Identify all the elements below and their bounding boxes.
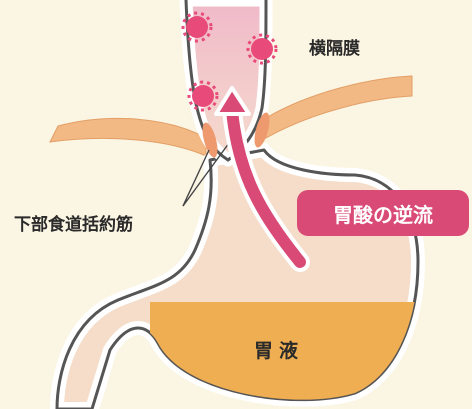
diaphragm-right — [266, 76, 412, 138]
lower-esophageal-sphincter-label: 下部食道括約筋 — [14, 210, 133, 235]
gastric-juice-label: 胃液 — [254, 336, 304, 363]
diaphragm-left — [50, 118, 206, 156]
diaphragm-label: 横隔膜 — [309, 34, 360, 59]
acid-reflux-callout: 胃酸の逆流 — [297, 190, 469, 236]
